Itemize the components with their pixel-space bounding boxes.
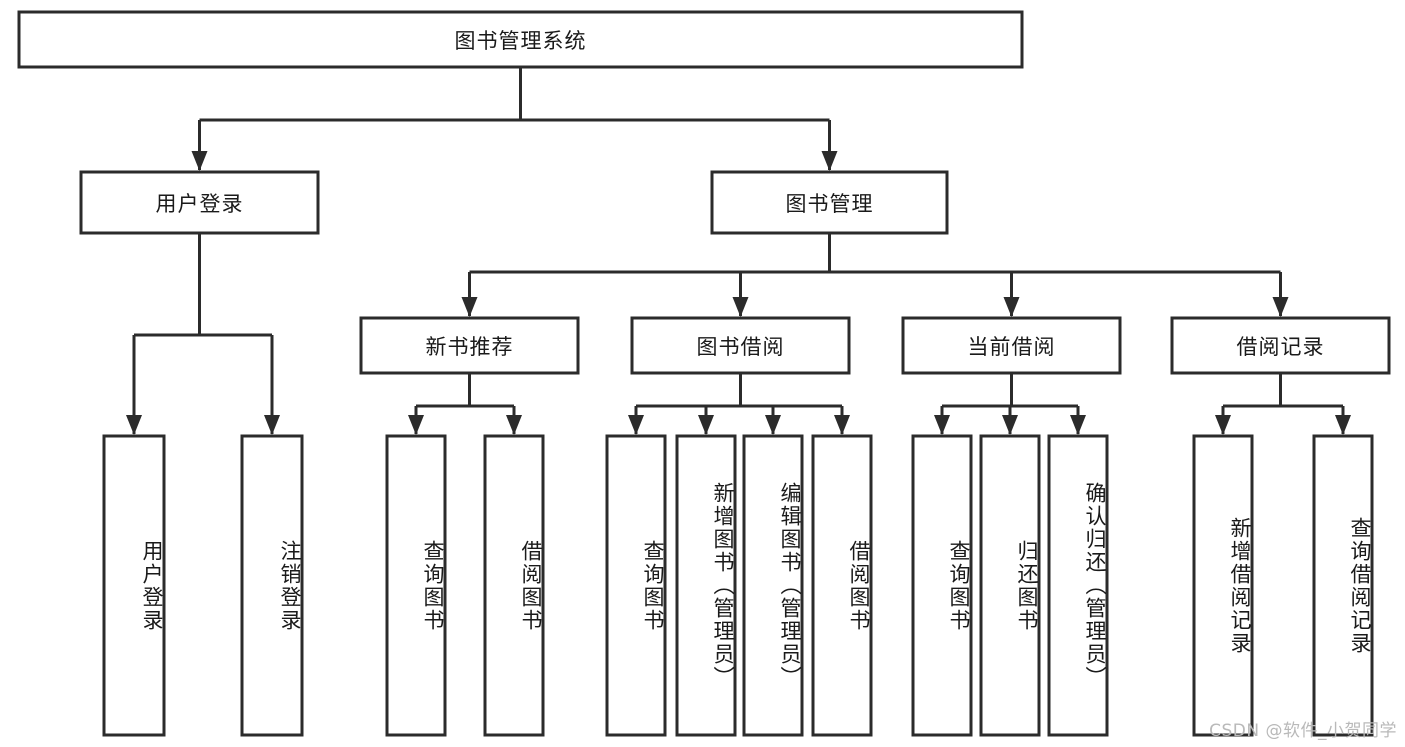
csdn-watermark: CSDN @软件_小贺同学 [1209, 721, 1397, 741]
node-layer [17, 10, 1391, 737]
conn-new-book-recommend-arrow-1 [506, 415, 522, 435]
node-leaf-return-book [979, 434, 1041, 737]
node-leaf-add-book [675, 434, 737, 737]
conn-user-login-arrow-0 [126, 415, 142, 435]
node-leaf-confirm-return [1047, 434, 1109, 737]
node-leaf-query-book-b [605, 434, 667, 737]
conn-book-manage-arrow-0 [461, 297, 478, 317]
conn-user-login-arrow-1 [264, 415, 280, 435]
node-current-borrow [901, 316, 1122, 375]
node-leaf-user-logout [240, 434, 304, 737]
node-root [17, 10, 1024, 69]
node-leaf-borrow-book-rec [483, 434, 545, 737]
node-leaf-user-login [102, 434, 166, 737]
conn-current-borrow-arrow-2 [1070, 415, 1086, 435]
conn-book-borrow-arrow-3 [834, 415, 850, 435]
node-new-book-recommend [359, 316, 580, 375]
conn-root-arrow-0 [191, 151, 208, 171]
conn-book-borrow-arrow-1 [698, 415, 714, 435]
conn-book-borrow-arrow-2 [765, 415, 781, 435]
node-book-borrow [630, 316, 851, 375]
conn-current-borrow-arrow-1 [1002, 415, 1018, 435]
node-leaf-query-book-rec [385, 434, 447, 737]
node-leaf-query-book-c [911, 434, 973, 737]
conn-book-manage-arrow-1 [732, 297, 749, 317]
node-borrow-record [1170, 316, 1391, 375]
conn-borrow-record-arrow-1 [1335, 415, 1351, 435]
conn-borrow-record-arrow-0 [1215, 415, 1231, 435]
conn-book-borrow-arrow-0 [628, 415, 644, 435]
node-leaf-add-record [1192, 434, 1254, 737]
conn-root-arrow-1 [821, 151, 838, 171]
node-leaf-edit-book [742, 434, 804, 737]
conn-book-manage-arrow-2 [1003, 297, 1020, 317]
conn-current-borrow-arrow-0 [934, 415, 950, 435]
conn-book-manage-arrow-3 [1272, 297, 1289, 317]
node-user-login [79, 170, 320, 235]
node-book-manage [710, 170, 949, 235]
node-leaf-borrow-book-b [811, 434, 873, 737]
connector-layer [126, 67, 1351, 435]
node-leaf-query-record [1312, 434, 1374, 737]
conn-new-book-recommend-arrow-0 [408, 415, 424, 435]
